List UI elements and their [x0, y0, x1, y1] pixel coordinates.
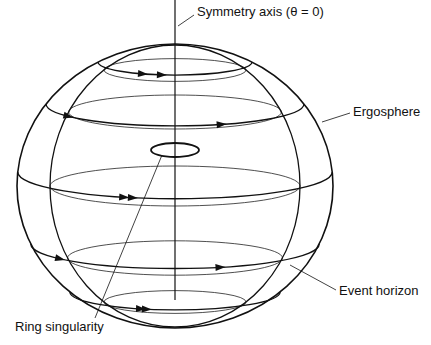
flow-arrowhead	[157, 71, 167, 78]
callout-label: Ergosphere	[352, 105, 421, 119]
leader-line	[322, 113, 350, 122]
flow-arrowhead	[63, 112, 74, 121]
flow-arrowhead	[142, 305, 152, 312]
callout-label: Symmetry axis (θ = 0)	[196, 5, 325, 19]
ring-singularity	[151, 143, 199, 157]
callout-label: Ring singularity	[14, 320, 105, 334]
leader-line	[178, 15, 194, 26]
flow-arrowhead	[216, 121, 226, 129]
leader-line	[290, 265, 336, 290]
flow-arrowhead	[55, 254, 66, 263]
symmetry-axis	[174, 0, 175, 300]
callout-label: Event horizon	[338, 284, 420, 298]
flow-arrowhead	[215, 264, 225, 272]
flow-arrowhead	[128, 194, 138, 201]
flow-arrowhead	[138, 70, 149, 78]
leader-line	[95, 155, 162, 318]
